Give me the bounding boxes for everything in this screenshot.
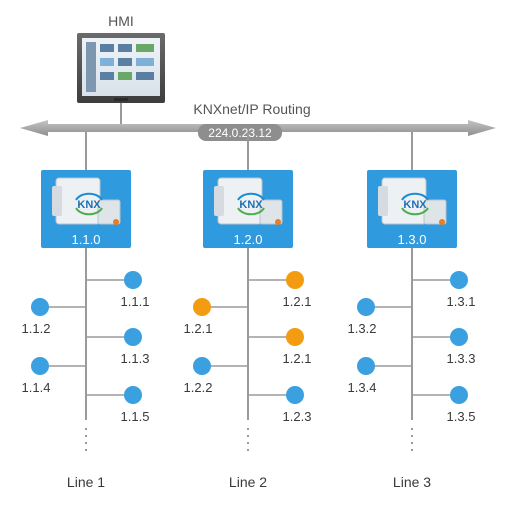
bus-device: 1.2.2 (184, 357, 248, 395)
line-coupler: KNX 1.1.0 (41, 170, 131, 248)
coupler-side-module-icon (378, 186, 388, 216)
hmi-label: HMI (108, 13, 134, 29)
line-label: Line 1 (67, 474, 105, 490)
knx-logo-icon: KNX (239, 199, 263, 211)
knx-logo-icon: KNX (403, 199, 427, 211)
device-node (193, 298, 211, 316)
coupler-status-led-icon (275, 219, 281, 225)
device-address: 1.1.2 (22, 321, 51, 336)
device-node (450, 271, 468, 289)
device-address: 1.1.1 (121, 294, 150, 309)
coupler-address: 1.2.0 (234, 232, 263, 247)
bus-device: 1.1.4 (22, 357, 86, 395)
knx-logo-arc-icon (401, 192, 429, 201)
coupler-status-led-icon (439, 219, 445, 225)
bus-device: 1.3.4 (348, 357, 412, 395)
bus-device: 1.2.3 (248, 386, 311, 424)
hmi-device: HMI (77, 13, 165, 124)
line-label: Line 2 (229, 474, 267, 490)
backbone-address: 224.0.23.12 (208, 126, 272, 140)
bus-device: 1.3.2 (348, 298, 412, 336)
backbone: KNXnet/IP Routing 224.0.23.12 (20, 101, 496, 141)
knx-logo-arc-icon (75, 207, 103, 216)
bus-device: 1.3.3 (412, 328, 475, 366)
knx-logo-arc-icon (237, 192, 265, 201)
knx-logo-arc-icon (401, 207, 429, 216)
device-node (286, 271, 304, 289)
device-address: 1.2.1 (283, 351, 312, 366)
device-node (286, 328, 304, 346)
device-node (357, 357, 375, 375)
coupler-address: 1.3.0 (398, 232, 427, 247)
coupler-status-led-icon (113, 219, 119, 225)
device-address: 1.3.4 (348, 380, 377, 395)
coupler-address: 1.1.0 (72, 232, 101, 247)
hmi-screen-widgets-icon (86, 42, 154, 92)
bus-device: 1.2.1 (248, 271, 311, 309)
device-address: 1.2.1 (184, 321, 213, 336)
device-node (286, 386, 304, 404)
device-node (124, 271, 142, 289)
device-address: 1.1.5 (121, 409, 150, 424)
line-label: Line 3 (393, 474, 431, 490)
line-coupler: KNX 1.3.0 (367, 170, 457, 248)
device-node (124, 386, 142, 404)
bus-device: 1.1.2 (22, 298, 86, 336)
device-address: 1.2.3 (283, 409, 312, 424)
device-node (124, 328, 142, 346)
device-address: 1.2.1 (283, 294, 312, 309)
line-coupler: KNX 1.2.0 (203, 170, 293, 248)
coupler-side-module-icon (52, 186, 62, 216)
bus-device: 1.3.5 (412, 386, 475, 424)
bus-device: 1.2.1 (184, 298, 248, 336)
device-node (31, 298, 49, 316)
device-address: 1.1.3 (121, 351, 150, 366)
knx-logo-icon: KNX (77, 199, 101, 211)
knx-logo-arc-icon (75, 192, 103, 201)
bus-device: 1.1.1 (86, 271, 149, 309)
hmi-logo-strip (114, 98, 128, 101)
device-address: 1.3.1 (447, 294, 476, 309)
bus-device: 1.2.1 (248, 328, 311, 366)
backbone-address-pill (198, 124, 282, 141)
device-node (450, 386, 468, 404)
device-node (357, 298, 375, 316)
knx-logo-arc-icon (237, 207, 265, 216)
bus-device: 1.3.1 (412, 271, 475, 309)
coupler-side-module-icon (214, 186, 224, 216)
device-address: 1.3.3 (447, 351, 476, 366)
device-address: 1.1.4 (22, 380, 51, 395)
bus-device: 1.1.3 (86, 328, 149, 366)
backbone-label: KNXnet/IP Routing (193, 101, 310, 117)
device-address: 1.3.2 (348, 321, 377, 336)
device-node (193, 357, 211, 375)
device-node (450, 328, 468, 346)
device-node (31, 357, 49, 375)
bus-device: 1.1.5 (86, 386, 149, 424)
device-address: 1.3.5 (447, 409, 476, 424)
device-address: 1.2.2 (184, 380, 213, 395)
